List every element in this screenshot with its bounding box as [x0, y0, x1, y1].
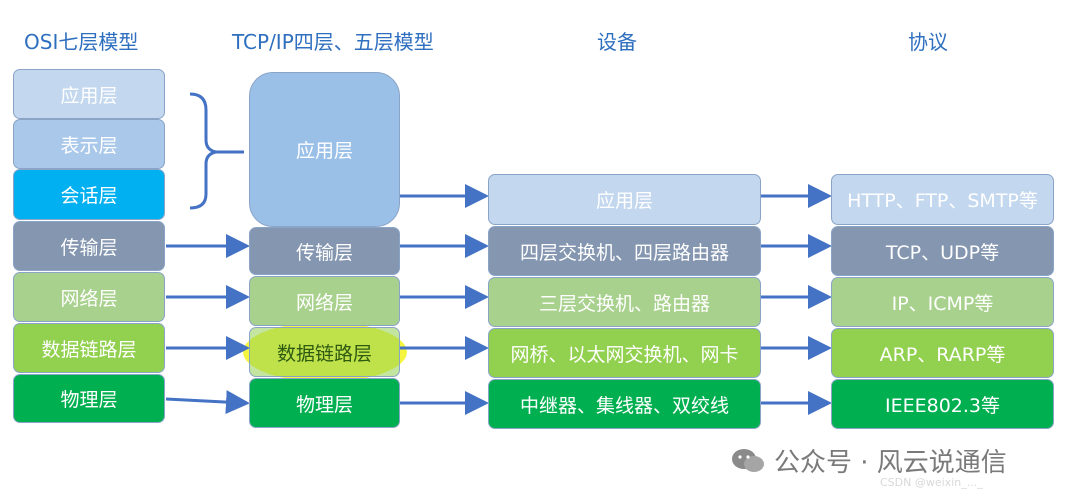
tcpip-model-header: TCP/IP四层、五层模型 [232, 30, 434, 54]
tcpip-transport-layer: 传输层 [249, 227, 400, 275]
osi-presentation-layer: 表示层 [13, 119, 165, 169]
device-datalink: 网桥、以太网交换机、网卡 [488, 328, 761, 378]
grouping-brace [189, 92, 244, 210]
osi-session-layer: 会话层 [13, 169, 165, 220]
tcpip-application-layer: 应用层 [249, 72, 400, 227]
protocol-application: HTTP、FTP、SMTP等 [831, 174, 1054, 225]
osi-physical-layer: 物理层 [13, 374, 165, 423]
osi-transport-layer: 传输层 [13, 221, 165, 271]
watermark-text: 公众号 · 风云说通信 [774, 448, 1007, 478]
watermark: 公众号 · 风云说通信 [730, 442, 1007, 479]
device-application: 应用层 [488, 174, 761, 225]
watermark-faint: CSDN @weixin_..._ [880, 476, 983, 489]
osi-datalink-layer: 数据链路层 [13, 323, 165, 373]
protocols-header: 协议 [908, 30, 948, 54]
protocol-datalink: ARP、RARP等 [831, 328, 1054, 378]
devices-header: 设备 [597, 30, 637, 54]
osi-model-header: OSI七层模型 [24, 30, 139, 54]
tcpip-physical-layer: 物理层 [249, 378, 400, 428]
arrow-physical-1 [165, 390, 250, 415]
device-transport: 四层交换机、四层路由器 [488, 226, 761, 276]
protocol-physical: IEEE802.3等 [831, 379, 1054, 429]
osi-application-layer: 应用层 [13, 69, 165, 119]
wechat-icon [732, 448, 764, 472]
tcpip-datalink-layer: 数据链路层 [249, 327, 400, 377]
osi-network-layer: 网络层 [13, 272, 165, 322]
protocol-network: IP、ICMP等 [831, 277, 1054, 327]
device-physical: 中继器、集线器、双绞线 [488, 379, 761, 429]
tcpip-network-layer: 网络层 [249, 276, 400, 326]
protocol-transport: TCP、UDP等 [831, 226, 1054, 276]
device-network: 三层交换机、路由器 [488, 277, 761, 327]
